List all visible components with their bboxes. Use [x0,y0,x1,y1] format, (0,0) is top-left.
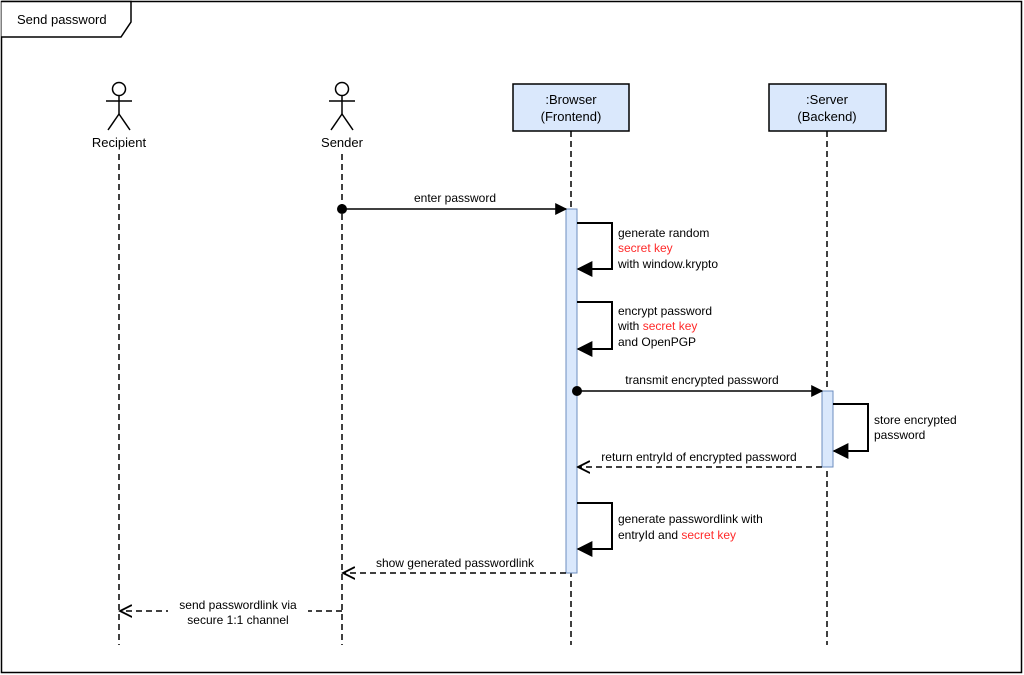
encrypt-label-line2-highlight: secret key [643,319,698,333]
generate-key-label-line2: secret key [618,241,673,255]
generate-key-label-line3: with window.krypto [617,257,718,271]
encrypt-label-line1: encrypt password [618,304,712,318]
recipient-actor-icon [106,81,132,131]
browser-lifeline-box [512,83,630,132]
server-activation-bar [821,390,834,468]
enter-password-label: enter password [414,191,496,205]
generate-key-self-arrow [576,222,613,277]
generate-link-self-arrow [576,502,613,557]
send-link-label-line1: send passwordlink via [179,598,297,612]
store-label-line2: password [874,428,925,442]
return-entry-label: return entryId of encrypted password [601,450,796,464]
frame-title: Send password [17,12,107,27]
encrypt-label-line3: and OpenPGP [618,335,696,349]
encrypt-label-line2-prefix: with [617,319,643,333]
encrypt-label-line2: with secret key [617,319,697,333]
generate-link-label-line2-prefix: entryId and [618,528,681,542]
server-box-line1: :Server [806,92,849,107]
frame-title-tab [1,0,132,38]
encrypt-self-arrow [576,301,613,357]
server-box-line2: (Backend) [797,109,856,124]
store-self-arrow [832,403,869,459]
recipient-label: Recipient [92,135,147,150]
transmit-label: transmit encrypted password [625,373,778,387]
send-link-label-line2: secure 1:1 channel [187,613,288,627]
sender-label: Sender [321,135,364,150]
send-link-label-bg [168,597,308,629]
store-label-line1: store encrypted [874,413,957,427]
generate-key-label-line1: generate random [618,226,709,240]
generate-link-label-line1: generate passwordlink with [618,512,763,526]
browser-box-line2: (Frontend) [541,109,602,124]
generate-link-label-line2: entryId and secret key [618,528,736,542]
server-lifeline-box [768,83,887,132]
browser-box-line1: :Browser [545,92,597,107]
show-link-label: show generated passwordlink [376,556,535,570]
sender-actor-icon [329,81,355,131]
generate-link-label-line2-highlight: secret key [681,528,736,542]
